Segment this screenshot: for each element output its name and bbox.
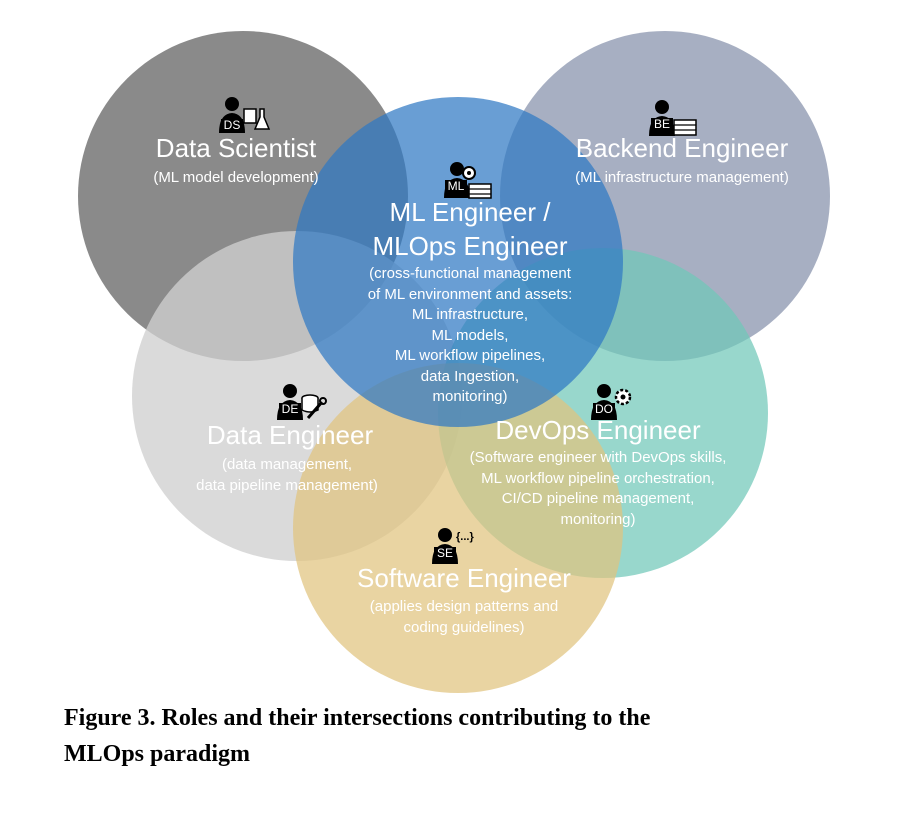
data-scientist-description: (ML model development) <box>153 169 319 186</box>
ml-desc-line: data Ingestion, <box>420 367 520 385</box>
de-desc-line: data pipeline management) <box>196 476 378 494</box>
ml-engineer-circle <box>293 97 623 427</box>
devops-engineer-title: DevOps Engineer <box>495 415 701 445</box>
code-braces-icon: {...} SE <box>432 528 474 564</box>
ml-desc-line: ML models, <box>431 326 509 344</box>
ml-icon-label: ML <box>448 179 465 193</box>
backend-engineer-description: (ML infrastructure management) <box>575 169 789 186</box>
scientist-icon: DS <box>219 97 271 133</box>
ml-desc-line: ML workflow pipelines, <box>394 347 546 364</box>
de-desc-line: (data management, <box>221 456 353 473</box>
data-engineer-description: (data management, data pipeline manageme… <box>196 455 378 496</box>
ml-desc-line: monitoring) <box>432 388 508 405</box>
do-desc-line: (Software engineer with DevOps skills, <box>469 449 727 466</box>
ml-desc-line: of ML environment and assets: <box>367 285 573 303</box>
backend-engineer-title: Backend Engineer <box>575 133 789 163</box>
do-icon-label: DO <box>595 402 613 416</box>
devops-engineer-description: (Software engineer with DevOps skills, M… <box>470 448 727 530</box>
gear-icon: DO <box>591 384 632 420</box>
database-wrench-icon: DE <box>277 384 327 420</box>
do-desc-line: ML workflow pipeline orchestration, <box>481 469 715 487</box>
ds-icon-label: DS <box>224 118 241 132</box>
software-engineer-description: (applies design patterns and coding guid… <box>370 597 558 638</box>
do-desc-line: CI/CD pipeline management, <box>501 490 695 507</box>
se-desc-line: (applies design patterns and <box>369 598 559 615</box>
ml-engineer-title-line-2: MLOps Engineer <box>372 231 568 261</box>
caption-line: MLOps paradigm <box>64 741 251 767</box>
se-icon-label: SE <box>437 546 453 560</box>
se-icon-braces: {...} <box>456 531 474 543</box>
se-desc-line: coding guidelines) <box>403 618 525 636</box>
data-scientist-title: Data Scientist <box>155 133 317 163</box>
de-icon-label: DE <box>282 402 299 416</box>
data-engineer-title: Data Engineer <box>206 420 374 450</box>
do-desc-line: monitoring) <box>560 510 636 528</box>
figure-caption: Figure 3. Roles and their intersections … <box>64 700 864 772</box>
ml-engineer-title-line-1: ML Engineer / <box>389 197 551 227</box>
caption-line: Figure 3. Roles and their intersections … <box>64 705 651 731</box>
be-icon-label: BE <box>654 117 670 131</box>
ml-desc-line: (cross-functional management <box>369 265 571 282</box>
ml-engineer-description: (cross-functional management of ML envir… <box>368 264 573 408</box>
gear-server-icon: ML <box>444 162 492 199</box>
software-engineer-circle <box>293 363 623 693</box>
server-icon: BE <box>649 100 697 136</box>
software-engineer-title: Software Engineer <box>357 563 571 593</box>
ml-desc-line: ML infrastructure, <box>411 306 529 323</box>
